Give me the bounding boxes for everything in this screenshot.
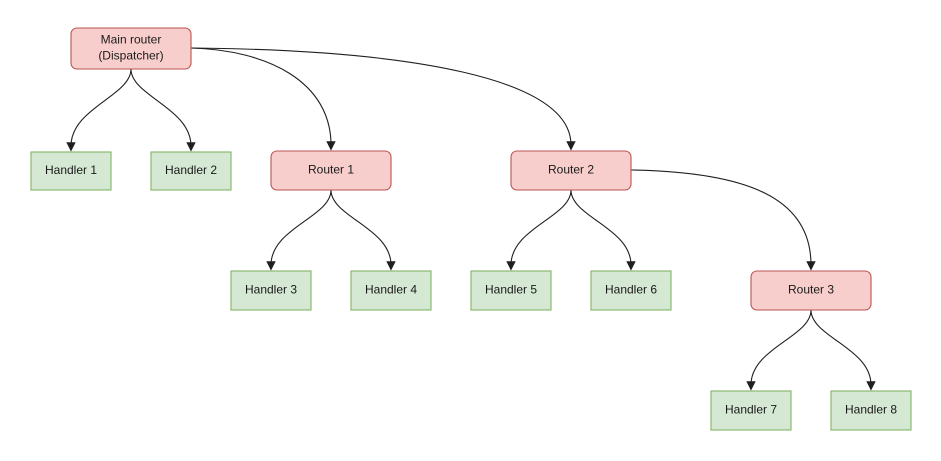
edge-router-3-to-handler-8 xyxy=(810,309,876,391)
handler-1-label: Handler 1 xyxy=(45,163,97,177)
handler-8-label: Handler 8 xyxy=(845,403,897,417)
edge-router-3-to-handler-7 xyxy=(746,309,812,391)
handler-4-label: Handler 4 xyxy=(365,283,417,297)
handler-3-shape[interactable] xyxy=(230,270,312,311)
router-2-label: Router 2 xyxy=(548,163,594,177)
edge-line xyxy=(190,47,332,146)
node-router-2[interactable]: Router 2 xyxy=(510,150,632,191)
node-router-3[interactable]: Router 3 xyxy=(750,270,872,311)
node-main-router[interactable]: Main router (Dispatcher) xyxy=(70,27,192,70)
node-handler-2[interactable]: Handler 2 xyxy=(150,151,232,191)
edge-router-2-to-handler-5 xyxy=(506,189,572,271)
arrow-head-icon xyxy=(506,261,516,271)
handler-3-label: Handler 3 xyxy=(245,283,297,297)
arrow-head-icon xyxy=(186,142,196,152)
router-1-label: Router 1 xyxy=(308,163,354,177)
edge-line xyxy=(70,68,132,147)
handler-5-label: Handler 5 xyxy=(485,283,537,297)
edge-line xyxy=(630,169,812,266)
arrow-head-icon xyxy=(746,381,756,391)
handler-2-shape[interactable] xyxy=(150,151,232,191)
handler-6-shape[interactable] xyxy=(590,270,672,311)
handler-8-shape[interactable] xyxy=(830,390,912,431)
edge-line xyxy=(810,309,872,386)
node-handler-6[interactable]: Handler 6 xyxy=(590,270,672,311)
arrow-head-icon xyxy=(66,142,76,152)
edge-main-to-router-1 xyxy=(190,47,336,151)
edge-line xyxy=(510,189,572,266)
main-router-label: Main router xyxy=(101,33,162,47)
router-3-shape[interactable] xyxy=(750,270,872,311)
node-handler-5[interactable]: Handler 5 xyxy=(470,270,552,311)
edge-line xyxy=(270,189,332,266)
edge-router-2-to-handler-6 xyxy=(570,189,636,271)
handler-7-label: Handler 7 xyxy=(725,403,777,417)
edge-router-1-to-handler-4 xyxy=(330,189,396,271)
main-router-shape[interactable] xyxy=(70,27,192,70)
handler-6-label: Handler 6 xyxy=(605,283,657,297)
edge-line xyxy=(190,47,572,146)
node-handler-3[interactable]: Handler 3 xyxy=(230,270,312,311)
arrow-head-icon xyxy=(566,141,576,151)
edge-line xyxy=(330,189,392,266)
edge-main-to-handler-2 xyxy=(130,68,196,152)
edge-line xyxy=(570,189,632,266)
edge-main-to-handler-1 xyxy=(66,68,132,152)
node-handler-8[interactable]: Handler 8 xyxy=(830,390,912,431)
arrow-head-icon xyxy=(386,261,396,271)
arrow-head-icon xyxy=(626,261,636,271)
arrow-head-icon xyxy=(266,261,276,271)
edge-line xyxy=(130,68,192,147)
edge-router-2-to-router-3 xyxy=(630,169,816,271)
arrow-head-icon xyxy=(866,381,876,391)
handler-1-shape[interactable] xyxy=(30,151,112,191)
nodes-layer: Main router (Dispatcher) Handler 1 Handler … xyxy=(30,27,912,431)
node-handler-7[interactable]: Handler 7 xyxy=(710,390,792,431)
main-router-label: (Dispatcher) xyxy=(98,49,163,63)
node-router-1[interactable]: Router 1 xyxy=(270,150,392,191)
edges-layer xyxy=(66,47,876,391)
edge-line xyxy=(750,309,812,386)
router-1-shape[interactable] xyxy=(270,150,392,191)
node-handler-4[interactable]: Handler 4 xyxy=(350,270,432,311)
edge-router-1-to-handler-3 xyxy=(266,189,332,271)
node-handler-1[interactable]: Handler 1 xyxy=(30,151,112,191)
handler-7-shape[interactable] xyxy=(710,390,792,431)
arrow-head-icon xyxy=(326,141,336,151)
router-3-label: Router 3 xyxy=(788,283,834,297)
edge-main-to-router-2 xyxy=(190,47,576,151)
arrow-head-icon xyxy=(806,261,816,271)
handler-5-shape[interactable] xyxy=(470,270,552,311)
handler-4-shape[interactable] xyxy=(350,270,432,311)
handler-2-label: Handler 2 xyxy=(165,163,217,177)
router-2-shape[interactable] xyxy=(510,150,632,191)
